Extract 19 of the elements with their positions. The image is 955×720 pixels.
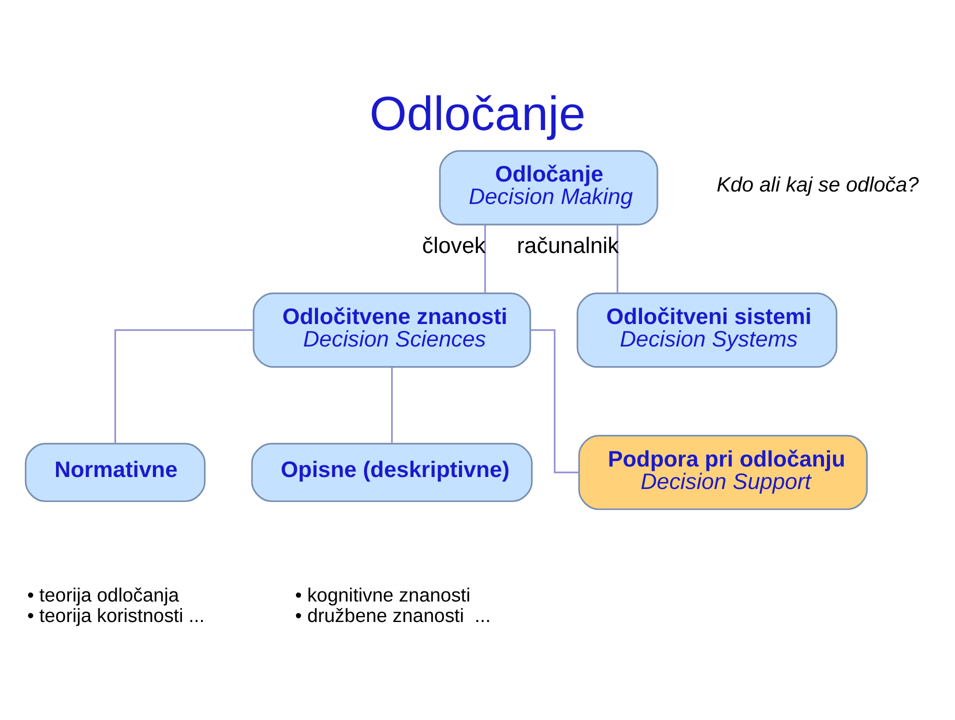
connector bbox=[391, 367, 393, 443]
node-box: Podpora pri odločanju Decision Support bbox=[578, 434, 868, 510]
node-label: • teorija odločanja bbox=[27, 584, 180, 606]
connector bbox=[530, 328, 579, 473]
node-box: Normativne bbox=[24, 442, 206, 502]
connector bbox=[484, 224, 486, 292]
node-label: • družbene znanosti ... bbox=[295, 606, 491, 627]
node-box: Opisne (deskriptivne) bbox=[251, 442, 533, 502]
edge-label: človek bbox=[422, 232, 486, 258]
diagram-title: Odločanje bbox=[370, 88, 586, 141]
edge-label: računalnik bbox=[516, 232, 619, 258]
connector bbox=[616, 224, 618, 292]
node-box: Odločitvene znanosti Decision Sciences bbox=[252, 292, 532, 368]
connector bbox=[114, 328, 254, 444]
node-label: • teorija koristnosti ... bbox=[27, 606, 205, 627]
node-label: • kognitivne znanosti bbox=[295, 584, 470, 606]
node-box: Odločitveni sistemi Decision Systems bbox=[576, 292, 838, 368]
node-box: Odločanje Decision Making bbox=[439, 150, 658, 225]
label: Kdo ali kaj se odloča? bbox=[716, 173, 919, 196]
